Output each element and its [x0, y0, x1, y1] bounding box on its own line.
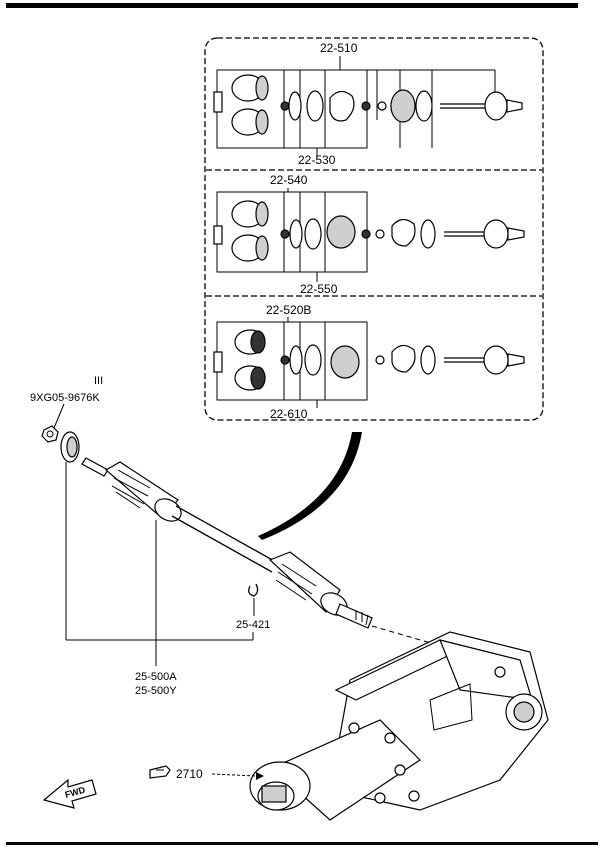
kit-inset-box [204, 37, 544, 421]
bottom-border [6, 842, 598, 845]
label-22-510: 22-510 [320, 41, 358, 55]
lock-nut [41, 425, 80, 463]
label-22-520b: 22-520B [266, 303, 311, 317]
pointing-hand-icon [149, 765, 171, 779]
bolt-mark-label: III [94, 375, 103, 387]
kit-panel-2: 22-540 22-550 [213, 173, 525, 296]
fwd-arrow-icon: FWD [42, 778, 97, 809]
label-22-610: 22-610 [270, 407, 308, 421]
inset-lead-curve [258, 432, 362, 540]
label-9xg05-9676k: 9XG05-9676K [30, 392, 100, 404]
label-25-500a: 25-500A [135, 671, 177, 683]
label-22-550: 22-550 [300, 282, 338, 296]
label-25-500y: 25-500Y [135, 685, 177, 697]
label-25-421: 25-421 [236, 619, 270, 631]
snap-clip [248, 583, 259, 597]
kit-panel-1: 22-510 22-530 [213, 41, 523, 167]
label-22-540: 22-540 [270, 173, 308, 187]
label-22-530: 22-530 [298, 153, 336, 167]
label-2710: 2710 [176, 767, 203, 781]
top-border [6, 3, 578, 8]
drive-shaft-assembly [81, 457, 373, 629]
kit-panel-3: 22-520B 22-610 [213, 303, 525, 421]
shaft-leaders [65, 462, 254, 666]
rear-differential [249, 631, 549, 821]
